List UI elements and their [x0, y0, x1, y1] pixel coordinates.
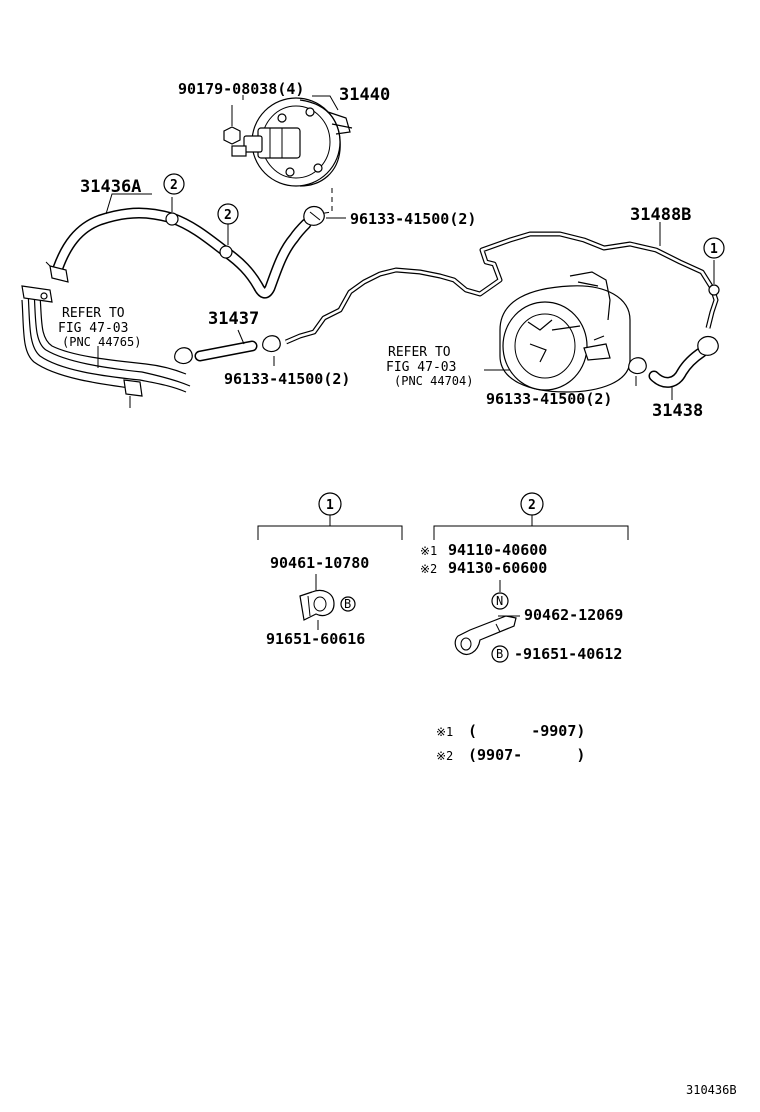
detail-1: 1 90461-10780 B 91651-60616 — [257, 492, 403, 648]
detail1-part-90461-10780: 90461-10780 — [270, 554, 369, 572]
hose-clip-31438-top — [697, 335, 719, 356]
pipe-clamp-icon — [299, 589, 335, 621]
ref-right-line2: FIG 47-03 — [386, 360, 456, 375]
figure-id: 310436B — [686, 1083, 737, 1097]
label-31436a: 31436A — [80, 177, 141, 197]
svg-text:2: 2 — [528, 498, 536, 513]
svg-text:B: B — [496, 647, 503, 661]
hose-31437 — [194, 340, 258, 362]
detail1-part-91651-60616: 91651-60616 — [266, 630, 365, 648]
detail2-part-94110-40600: 94110-40600 — [448, 541, 547, 559]
ref-right-line3: (PNC 44704) — [394, 374, 473, 388]
hose-31438 — [648, 346, 708, 388]
label-96133-41500-top: 96133-41500(2) — [350, 210, 476, 228]
hose-clip-left — [45, 261, 69, 283]
brake-pipe-bundle-left — [21, 285, 191, 408]
svg-text:N: N — [496, 594, 503, 608]
hose-clip-top — [303, 205, 325, 226]
svg-text:B: B — [344, 597, 351, 611]
bracket-clamp-icon — [454, 615, 517, 655]
symbol-b-detail1: B — [340, 596, 356, 612]
brake-pipe-31488b — [285, 231, 720, 345]
callout-2-b: 2 — [217, 203, 239, 225]
detail2-mark-2: ※2 — [420, 562, 437, 576]
symbol-n-detail2: N — [491, 592, 509, 610]
symbol-b-detail2: B — [491, 645, 509, 663]
svg-text:1: 1 — [326, 498, 334, 513]
svg-text:2: 2 — [224, 208, 232, 223]
svg-text:1: 1 — [710, 242, 718, 257]
detail2-mark-1: ※1 — [420, 544, 437, 558]
label-96133-41500-right: 96133-41500(2) — [486, 390, 612, 408]
vacuum-tank — [499, 271, 631, 393]
detail2-part-91651-40612: -91651-40612 — [514, 645, 622, 663]
legend-range-1: ( -9907) — [468, 722, 585, 740]
detail-2: 2 ※1 94110-40600 ※2 94130-60600 N 90462-… — [420, 492, 629, 663]
label-31488b: 31488B — [630, 205, 691, 225]
ref-left-line2: FIG 47-03 — [58, 321, 128, 336]
hose-clip-31437-right — [262, 335, 281, 353]
callout-2-a: 2 — [163, 173, 185, 195]
legend-mark-2: ※2 — [436, 749, 453, 763]
brake-booster — [231, 97, 353, 187]
booster-nut — [223, 105, 241, 145]
hose-clip-31437-left — [174, 347, 193, 365]
hose-31436a — [52, 207, 312, 299]
label-31440: 31440 — [339, 85, 390, 105]
legend-mark-1: ※1 — [436, 725, 453, 739]
ref-left-line3: (PNC 44765) — [62, 335, 141, 349]
legend: ※1 ( -9907) ※2 (9907- ) — [436, 722, 585, 764]
label-31437: 31437 — [208, 309, 259, 329]
svg-text:2: 2 — [170, 178, 178, 193]
ref-right-line1: REFER TO — [388, 345, 451, 360]
detail2-part-90462-12069: 90462-12069 — [524, 606, 623, 624]
label-96133-41500-mid: 96133-41500(2) — [224, 370, 350, 388]
callout-1-main: 1 — [703, 237, 725, 259]
label-90179-08038: 90179-08038(4) — [178, 80, 304, 98]
hose-clip-31438-bottom — [628, 357, 647, 375]
label-31438: 31438 — [652, 401, 703, 421]
detail2-part-94130-60600: 94130-60600 — [448, 559, 547, 577]
ref-left-line1: REFER TO — [62, 306, 125, 321]
legend-range-2: (9907- ) — [468, 746, 585, 764]
